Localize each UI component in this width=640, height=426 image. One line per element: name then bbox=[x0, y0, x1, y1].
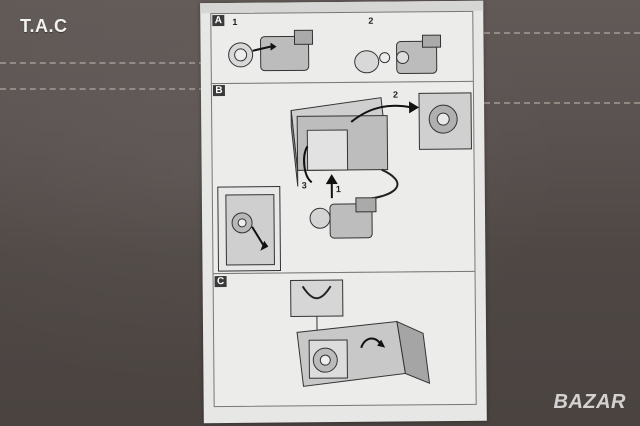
stitch-seam-top-right bbox=[484, 32, 640, 34]
watermark-text: BAZAR bbox=[553, 391, 626, 413]
section-a-illustration bbox=[228, 29, 442, 74]
instruction-sheet: A 1 2 B 2 3 1 bbox=[200, 0, 487, 424]
section-b-illustration bbox=[217, 92, 472, 272]
section-c-illustration bbox=[290, 279, 431, 387]
stitch-seam-top bbox=[0, 62, 205, 64]
stitch-seam-mid-right bbox=[484, 102, 640, 104]
stitch-seam-left bbox=[0, 88, 205, 90]
section-c-tag: C bbox=[214, 276, 227, 288]
brand-text: T.A.C bbox=[20, 16, 68, 36]
